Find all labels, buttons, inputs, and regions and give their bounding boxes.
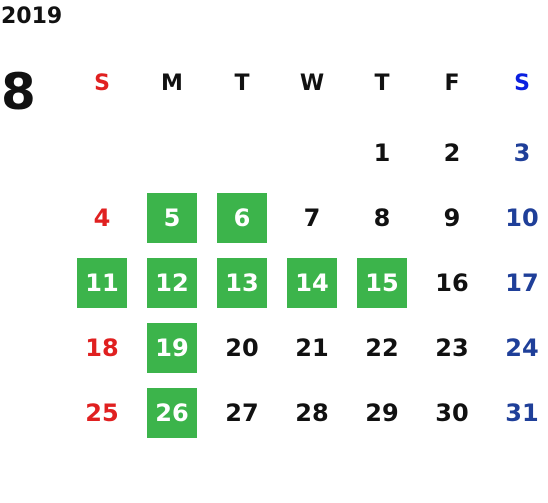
day-number: 31 — [505, 398, 539, 427]
day-number: 2 — [443, 138, 461, 167]
day-number: 17 — [505, 268, 539, 297]
day-number: 5 — [147, 192, 197, 243]
day-cell: 19 — [137, 315, 207, 380]
day-number: 23 — [435, 333, 469, 362]
weekday-header: W — [299, 70, 325, 96]
empty-cell — [137, 120, 207, 185]
day-cell: 22 — [347, 315, 417, 380]
day-number: 12 — [147, 257, 197, 308]
day-number: 16 — [435, 268, 469, 297]
weekday-header: T — [374, 70, 390, 96]
day-cell: 20 — [207, 315, 277, 380]
day-number: 1 — [373, 138, 391, 167]
day-cell: 23 — [417, 315, 487, 380]
weekday-header: T — [234, 70, 250, 96]
day-cell: 31 — [487, 380, 548, 445]
day-number: 11 — [77, 257, 127, 308]
weekday-header: S — [514, 70, 530, 96]
day-cell: 27 — [207, 380, 277, 445]
day-number: 24 — [505, 333, 539, 362]
day-cell: 3 — [487, 120, 548, 185]
year-label: 2019 — [1, 4, 63, 29]
day-cell: 12 — [137, 250, 207, 315]
day-number: 20 — [225, 333, 259, 362]
day-number: 10 — [505, 203, 539, 232]
day-number: 3 — [513, 138, 531, 167]
day-number: 19 — [147, 322, 197, 373]
day-number: 15 — [357, 257, 407, 308]
day-number: 6 — [217, 192, 267, 243]
day-cell: 2 — [417, 120, 487, 185]
day-cell: 5 — [137, 185, 207, 250]
day-cell: 8 — [347, 185, 417, 250]
day-cell: 26 — [137, 380, 207, 445]
weekday-header: M — [161, 70, 183, 96]
empty-cell — [207, 120, 277, 185]
day-cell: 1 — [347, 120, 417, 185]
day-cell: 28 — [277, 380, 347, 445]
day-number: 21 — [295, 333, 329, 362]
day-cell: 7 — [277, 185, 347, 250]
day-number: 13 — [217, 257, 267, 308]
day-cell: 29 — [347, 380, 417, 445]
day-number: 9 — [443, 203, 461, 232]
empty-cell — [67, 120, 137, 185]
day-cell: 11 — [67, 250, 137, 315]
day-number: 27 — [225, 398, 259, 427]
day-number: 29 — [365, 398, 399, 427]
day-number: 30 — [435, 398, 469, 427]
month-number: 8 — [1, 63, 36, 121]
weekday-header: F — [444, 70, 460, 96]
day-cell: 25 — [67, 380, 137, 445]
day-cell: 10 — [487, 185, 548, 250]
day-cell: 9 — [417, 185, 487, 250]
day-cell: 15 — [347, 250, 417, 315]
day-number: 7 — [303, 203, 321, 232]
day-cell: 16 — [417, 250, 487, 315]
day-number: 4 — [93, 203, 111, 232]
day-cell: 14 — [277, 250, 347, 315]
day-cell: 6 — [207, 185, 277, 250]
day-cell: 4 — [67, 185, 137, 250]
day-cell: 21 — [277, 315, 347, 380]
empty-cell — [277, 120, 347, 185]
weekday-header: S — [94, 70, 110, 96]
day-cell: 13 — [207, 250, 277, 315]
day-number: 25 — [85, 398, 119, 427]
day-number: 18 — [85, 333, 119, 362]
day-cell: 24 — [487, 315, 548, 380]
day-number: 28 — [295, 398, 329, 427]
day-cell: 18 — [67, 315, 137, 380]
day-number: 8 — [373, 203, 391, 232]
day-number: 26 — [147, 387, 197, 438]
day-cell: 30 — [417, 380, 487, 445]
day-number: 22 — [365, 333, 399, 362]
day-number: 14 — [287, 257, 337, 308]
day-cell: 17 — [487, 250, 548, 315]
